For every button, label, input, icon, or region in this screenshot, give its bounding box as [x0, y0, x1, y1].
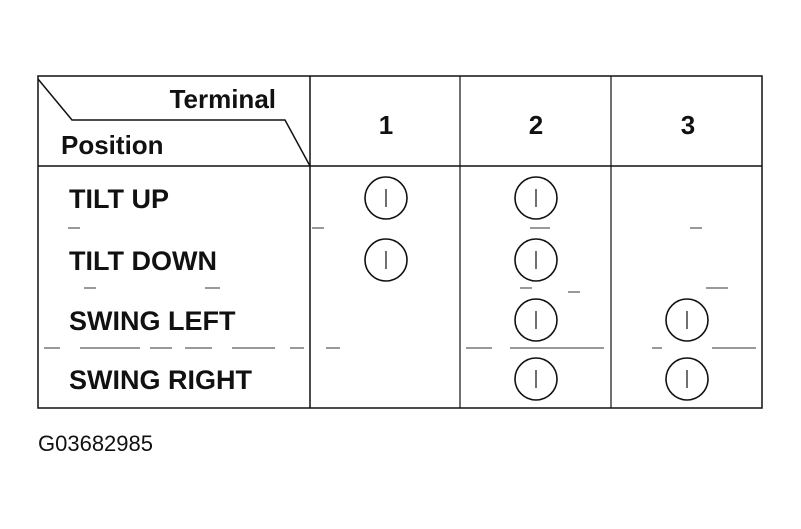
row-label-swing-right: SWING RIGHT — [69, 365, 252, 395]
figure-code: G03682985 — [38, 431, 153, 456]
connection-circle-r1-t2 — [514, 176, 558, 220]
connection-circle-r2-t1 — [364, 238, 408, 282]
connection-circle-r2-t2 — [514, 238, 558, 282]
terminal-number-2: 2 — [529, 110, 543, 140]
row-label-swing-left: SWING LEFT — [69, 306, 236, 336]
row-separator-marks — [44, 227, 756, 349]
connection-circle-r4-t2 — [514, 357, 558, 401]
terminal-header-label: Terminal — [170, 84, 276, 114]
continuity-marks — [364, 176, 709, 401]
position-header-label: Position — [61, 130, 164, 160]
terminal-number-3: 3 — [681, 110, 695, 140]
connection-circle-r3-t3 — [665, 298, 709, 342]
table-border — [37, 75, 763, 409]
connection-circle-r4-t3 — [665, 357, 709, 401]
header-diagonal-line — [37, 78, 311, 167]
connection-circle-r1-t1 — [364, 176, 408, 220]
row-label-tilt-up: TILT UP — [69, 184, 169, 214]
connection-circle-r3-t2 — [514, 298, 558, 342]
terminal-number-1: 1 — [379, 110, 393, 140]
row-label-tilt-down: TILT DOWN — [69, 246, 217, 276]
